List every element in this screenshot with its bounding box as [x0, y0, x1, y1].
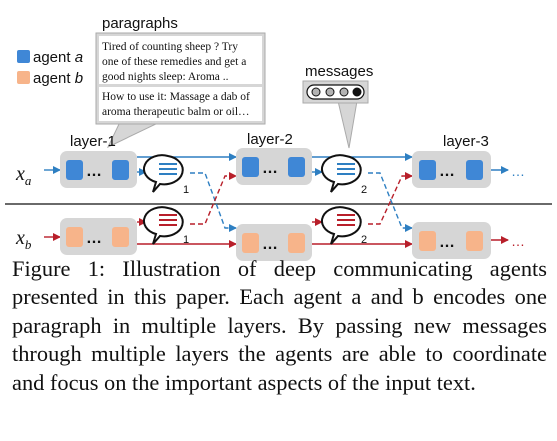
- message-index: 2: [361, 234, 367, 246]
- agent-b-unit: [66, 227, 83, 247]
- paragraph-2-line-2: aroma therapeutic balm or oil…: [102, 106, 250, 118]
- units-ellipsis: …: [86, 230, 102, 247]
- agent-b-output-ellipsis: …: [511, 233, 525, 249]
- legend-swatch-agent-a: [17, 50, 30, 63]
- message-exchange: [190, 172, 413, 232]
- message-index: 2: [361, 184, 367, 196]
- message-a-to-b-layer2: [190, 172, 237, 232]
- input-label-xa: xa: [15, 163, 32, 188]
- messages-vector: [306, 84, 365, 100]
- agent-a-unit: [288, 157, 305, 177]
- paragraph-1-line-3: good nights sleep: Aroma ..: [102, 71, 229, 83]
- messages-callout: [337, 100, 358, 149]
- paragraph-2-box: [99, 87, 262, 121]
- agent-a-unit: [419, 160, 436, 180]
- paragraphs-title: paragraphs: [102, 15, 178, 32]
- agent-a-unit: [242, 157, 259, 177]
- paragraph-2-line-1: How to use it: Massage a dab of: [102, 91, 250, 103]
- agent-b-unit: [466, 231, 483, 251]
- layer-label-3: layer-3: [443, 133, 489, 150]
- paragraph-1-line-2: one of these remedies and get a: [102, 56, 246, 68]
- legend-label-agent-a: agent a: [33, 49, 83, 66]
- agent-a-output-ellipsis: …: [511, 163, 525, 179]
- units-ellipsis: …: [86, 163, 102, 180]
- agent-a-layer-2: …: [236, 148, 312, 185]
- agent-b-layer-1: …: [60, 218, 137, 255]
- units-ellipsis: …: [262, 160, 278, 177]
- agent-b-layer-2: …: [236, 224, 312, 261]
- agent-b-unit: [242, 233, 259, 253]
- message-index: 1: [183, 184, 189, 196]
- units-ellipsis: …: [262, 236, 278, 253]
- message-dot-4: [352, 87, 362, 97]
- message-a-to-b-layer3: [368, 172, 413, 232]
- agent-b-unit: [288, 233, 305, 253]
- message-dot-1: [311, 87, 321, 97]
- agent-a-layer-3: …: [412, 151, 491, 188]
- message-bubble-b-1: 1: [143, 206, 189, 246]
- message-bubble-a-1: 1: [143, 154, 189, 196]
- agent-a-unit: [466, 160, 483, 180]
- legend-swatch-agent-b: [17, 71, 30, 84]
- units-ellipsis: …: [439, 234, 455, 251]
- agent-a-layer-1: …: [60, 151, 137, 188]
- agent-b-layer-3: …: [412, 222, 491, 259]
- paragraph-1-line-1: Tired of counting sheep ? Try: [102, 41, 238, 53]
- agent-b-unit: [112, 227, 129, 247]
- layer-label-2: layer-2: [247, 131, 293, 148]
- message-dot-2: [325, 87, 335, 97]
- agent-a-unit: [66, 160, 83, 180]
- message-bubble-b-2: 2: [321, 206, 367, 246]
- layer-label-1: layer-1: [70, 133, 116, 150]
- legend-label-agent-b: agent b: [33, 70, 83, 87]
- units-ellipsis: …: [439, 163, 455, 180]
- messages-title: messages: [305, 63, 373, 80]
- input-label-xb: xb: [15, 227, 32, 252]
- paragraph-1-box: [99, 36, 262, 84]
- message-index: 1: [183, 234, 189, 246]
- figure-caption: Figure 1: Illustration of deep communica…: [12, 256, 547, 395]
- message-b-to-a-layer3: [368, 172, 413, 225]
- message-b-to-a-layer2: [190, 172, 237, 225]
- agent-a-unit: [112, 160, 129, 180]
- paragraphs-panel: paragraphs Tired of counting sheep ? Try…: [95, 15, 266, 149]
- message-bubble-a-2: 2: [321, 154, 367, 196]
- messages-panel: messages: [302, 63, 373, 149]
- agent-b-unit: [419, 231, 436, 251]
- legend: agent a agent b: [17, 49, 83, 87]
- message-dot-3: [339, 87, 349, 97]
